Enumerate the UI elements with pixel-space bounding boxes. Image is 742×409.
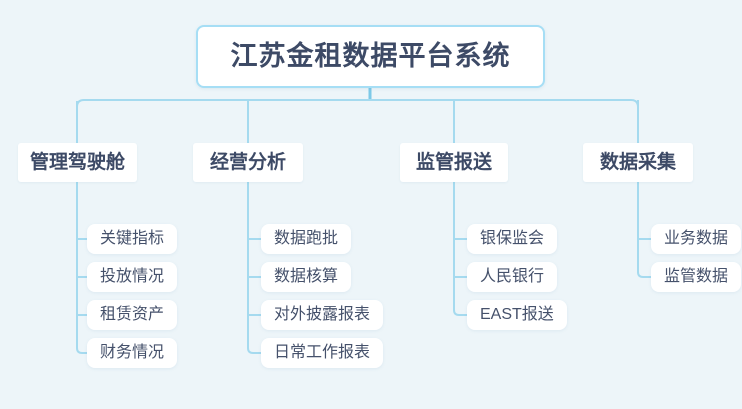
branch-management-cockpit[interactable]: 管理驾驶舱 (18, 143, 137, 182)
child-node[interactable]: 监管数据 (651, 262, 742, 292)
child-node[interactable]: 财务情况 (87, 338, 178, 368)
branch-business-analysis[interactable]: 经营分析 (193, 143, 303, 182)
top-rail-connector (76, 99, 639, 108)
branch-data-collection[interactable]: 数据采集 (583, 143, 693, 182)
child-node[interactable]: 数据核算 (261, 262, 352, 292)
child-node[interactable]: 银保监会 (467, 224, 558, 254)
branch-4-connector (637, 100, 651, 278)
child-node[interactable]: 日常工作报表 (261, 338, 384, 368)
root-node[interactable]: 江苏金租数据平台系统 (196, 25, 545, 88)
branch-2-connector (247, 100, 261, 354)
branch-regulatory-reporting[interactable]: 监管报送 (400, 143, 508, 182)
child-node[interactable]: 人民银行 (467, 262, 558, 292)
child-node[interactable]: 租赁资产 (87, 300, 178, 330)
child-node[interactable]: 关键指标 (87, 224, 178, 254)
child-node[interactable]: 对外披露报表 (261, 300, 384, 330)
child-node[interactable]: 投放情况 (87, 262, 178, 292)
branch-1-connector (76, 101, 87, 354)
child-node[interactable]: 数据跑批 (261, 224, 352, 254)
branch-3-connector (453, 100, 467, 316)
child-node[interactable]: EAST报送 (467, 300, 567, 330)
child-node[interactable]: 业务数据 (651, 224, 742, 254)
